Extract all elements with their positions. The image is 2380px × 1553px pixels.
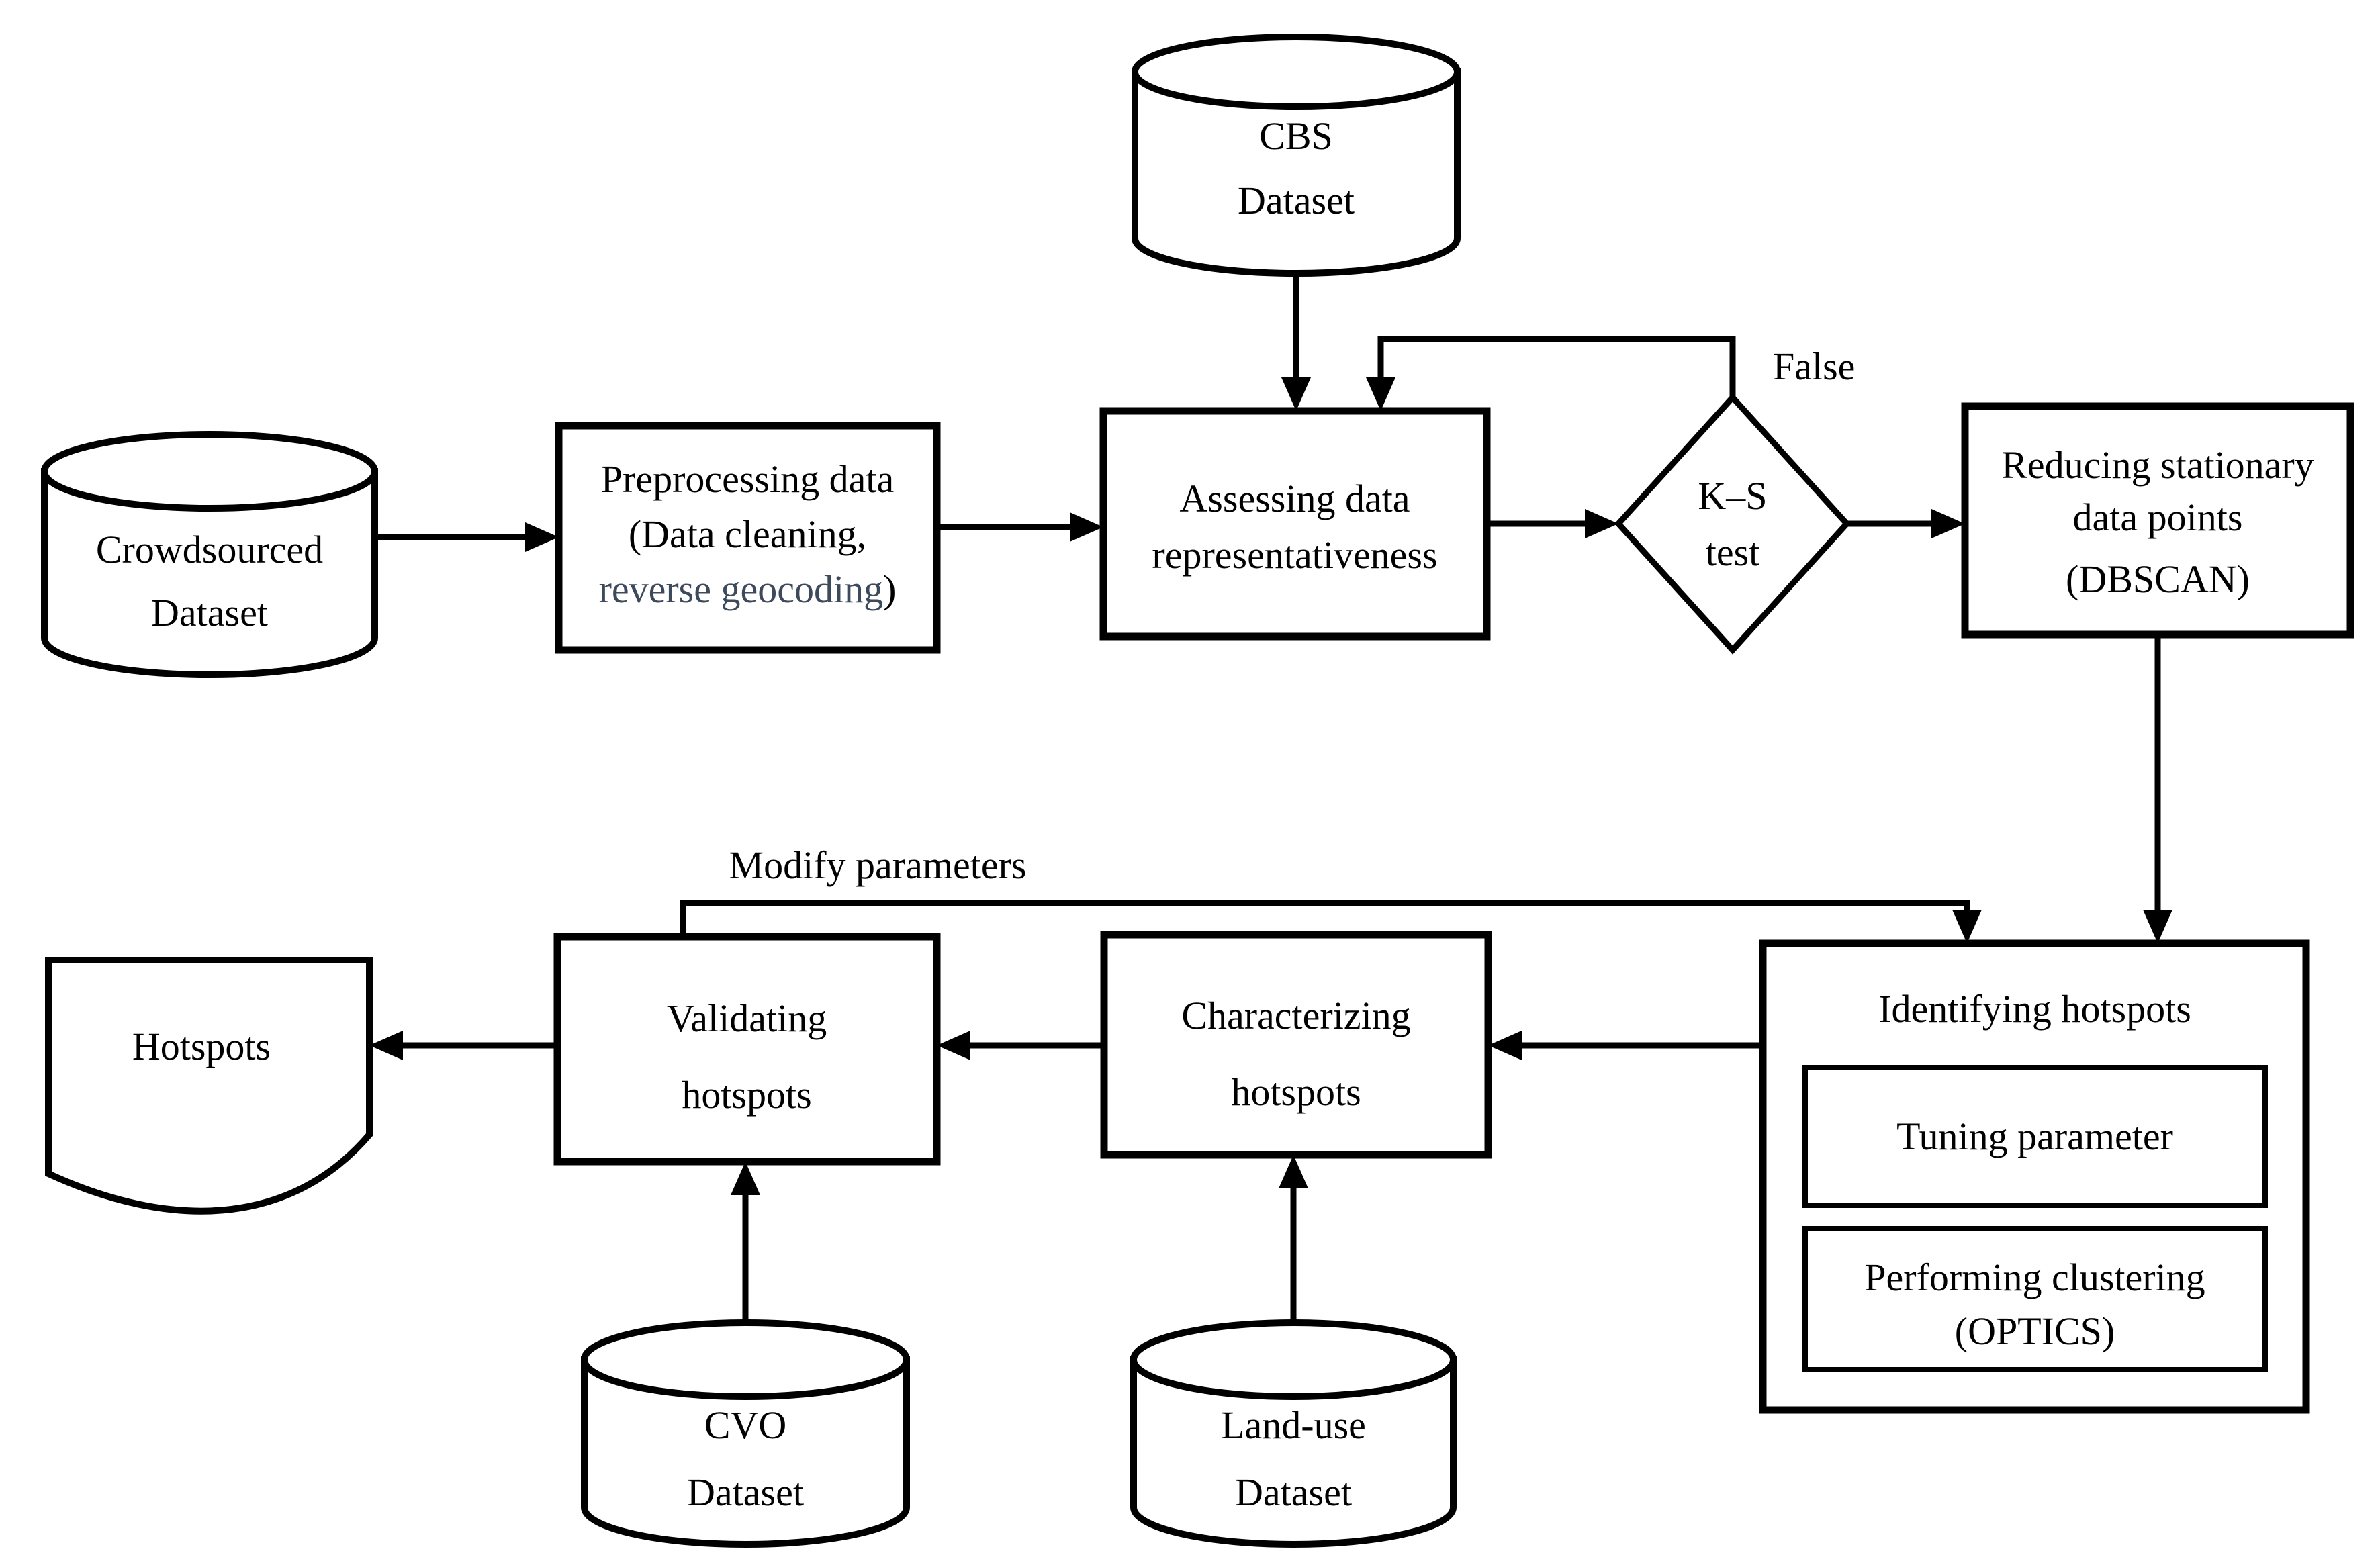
ks-test-shape [1614, 393, 1851, 655]
reverse-geocoding-accent-text: reverse geocoding [599, 567, 884, 611]
landuse-label-line1: Land-use [1221, 1403, 1366, 1447]
arrowhead-modify-parameters [1952, 910, 1982, 943]
cbs-cylinder-top [1132, 34, 1461, 110]
arrowhead-cvo-to-validating [731, 1162, 760, 1195]
cvo-label-line2: Dataset [687, 1470, 804, 1514]
reducing-label-line3: (DBSCAN) [2066, 557, 2250, 601]
hotspots-label: Hotspots [132, 1025, 271, 1068]
reducing-label-line2: data points [2073, 496, 2243, 539]
edge-false-feedback [1377, 336, 1736, 397]
tuning-parameter-rect [1802, 1065, 2268, 1208]
landuse-cylinder-body [1130, 1356, 1457, 1548]
arrowhead-characterizing-to-validating [937, 1031, 970, 1060]
landuse-label-line2: Dataset [1235, 1470, 1352, 1514]
performing-clustering-label-line1: Performing clustering [1864, 1256, 2205, 1299]
cvo-label-line1: CVO [704, 1403, 786, 1447]
reducing-box: Reducing stationary data points (DBSCAN) [1961, 402, 2354, 639]
characterizing-rect [1100, 931, 1492, 1159]
assessing-label-line1: Assessing data [1179, 477, 1410, 520]
arrowhead-identifying-to-characterizing [1488, 1031, 1522, 1060]
preprocessing-label-line2: (Data cleaning, [629, 512, 866, 556]
preprocessing-label-line3: reverse geocoding) [599, 567, 897, 611]
assessing-label-line2: representativeness [1152, 533, 1437, 577]
ks-test-diamond: K–S test [1614, 393, 1851, 655]
crowdsourced-label-line2: Dataset [151, 591, 268, 634]
preprocessing-box: Preprocessing data (Data cleaning, rever… [555, 422, 941, 654]
reverse-geocoding-close-paren: ) [883, 567, 896, 611]
characterizing-box: Characterizing hotspots [1100, 931, 1492, 1159]
cvo-cylinder-body [581, 1356, 910, 1548]
validating-label-line1: Validating [667, 996, 827, 1040]
hotspots-document: Hotspots [45, 957, 373, 1215]
reducing-label-line1: Reducing stationary [2001, 443, 2314, 487]
crowdsourced-cylinder-top [41, 431, 378, 512]
cbs-label-line1: CBS [1259, 114, 1333, 158]
crowdsourced-label-line1: Crowdsourced [96, 528, 323, 571]
validating-label-line2: hotspots [682, 1073, 811, 1117]
performing-clustering-label-line2: (OPTICS) [1955, 1309, 2115, 1353]
arrowhead-cbs-to-assessing [1281, 377, 1311, 411]
landuse-cylinder-top [1130, 1319, 1457, 1400]
arrowhead-landuse-to-characterizing [1279, 1155, 1308, 1188]
hotspots-document-shape [45, 957, 373, 1215]
identifying-title: Identifying hotspots [1878, 987, 2191, 1031]
cbs-cylinder-body [1132, 68, 1461, 277]
reducing-rect [1961, 402, 2354, 639]
characterizing-label-line1: Characterizing [1181, 994, 1410, 1037]
arrowhead-false-feedback [1366, 377, 1395, 411]
assessing-box: Assessing data representativeness [1099, 407, 1491, 641]
validating-box: Validating hotspots [553, 933, 941, 1166]
edge-modify-parameters [680, 900, 1970, 937]
cvo-cylinder-top [581, 1319, 910, 1400]
assessing-rect [1099, 407, 1491, 641]
ks-test-label-line2: test [1706, 530, 1760, 574]
preprocessing-label-line1: Preprocessing data [601, 457, 894, 501]
characterizing-label-line2: hotspots [1231, 1070, 1361, 1114]
preprocessing-rect [555, 422, 941, 654]
arrowhead-preprocessing-to-assessing [1070, 512, 1103, 542]
cvo-dataset-cylinder: CVO Dataset [581, 1319, 910, 1548]
false-branch-label: False [1773, 344, 1855, 388]
arrowhead-crowdsourced-to-preprocessing [525, 522, 559, 552]
performing-clustering-rect [1802, 1226, 2268, 1372]
ks-test-label-line1: K–S [1698, 474, 1767, 518]
identifying-container: Identifying hotspots Tuning parameter Pe… [1759, 939, 2310, 1414]
crowdsourced-dataset-cylinder: Crowdsourced Dataset [41, 431, 378, 678]
arrowhead-validating-to-hotspots [369, 1031, 403, 1060]
crowdsourced-cylinder-body [41, 468, 378, 678]
tuning-parameter-label: Tuning parameter [1896, 1115, 2173, 1158]
arrowhead-reducing-to-identifying [2143, 910, 2172, 943]
cbs-dataset-cylinder: CBS Dataset [1132, 34, 1461, 277]
cbs-label-line2: Dataset [1238, 179, 1355, 222]
arrowhead-kstest-to-reducing [1931, 509, 1965, 538]
validating-rect [553, 933, 941, 1166]
arrowhead-assessing-to-kstest [1585, 509, 1618, 538]
landuse-dataset-cylinder: Land-use Dataset [1130, 1319, 1457, 1548]
modify-parameters-label: Modify parameters [729, 843, 1027, 887]
